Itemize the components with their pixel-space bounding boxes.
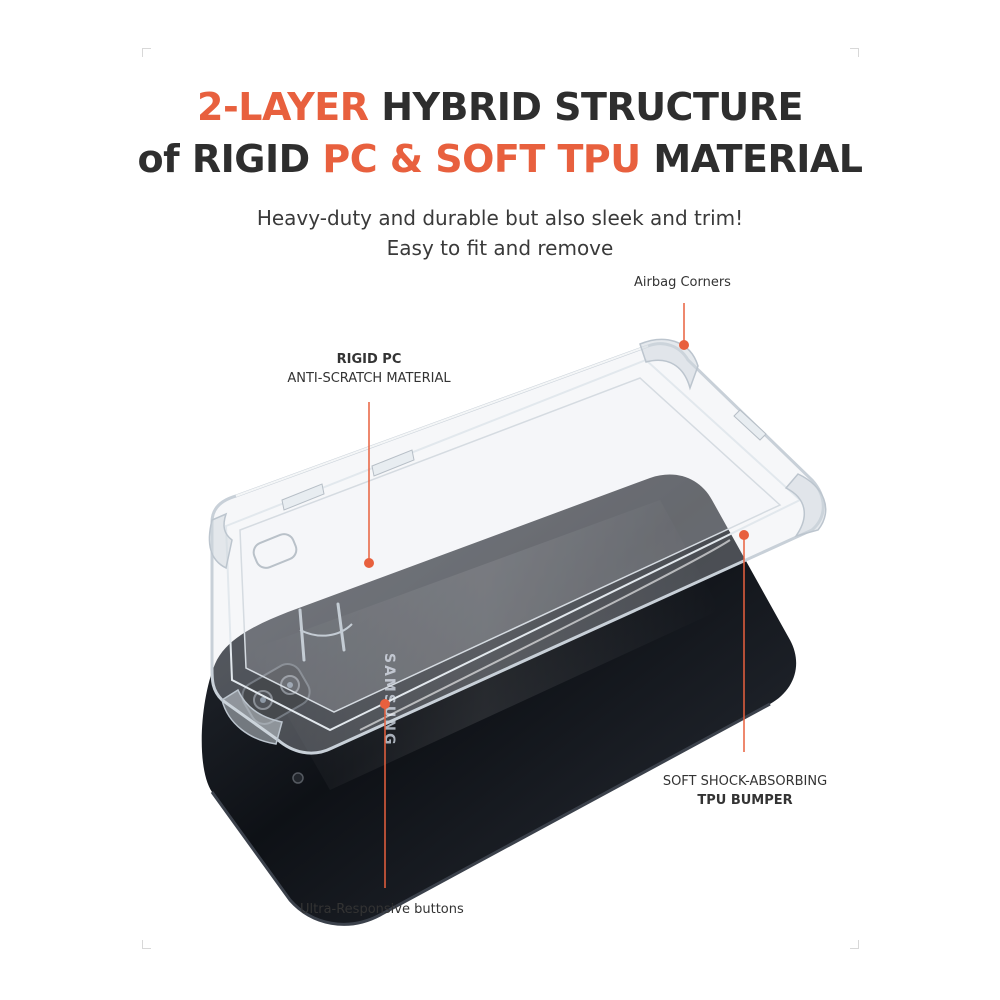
crop-mark-top-right: [850, 48, 859, 57]
headline-accent-layer: 2-LAYER: [197, 85, 369, 129]
callout-tpu-subtitle: SOFT SHOCK-ABSORBING: [662, 774, 828, 789]
callout-airbag-corners: Airbag Corners: [634, 275, 731, 290]
headline-of-rigid: of RIGID: [137, 137, 323, 181]
phone-body: [201, 474, 797, 926]
marker-rigid-pc: [364, 558, 374, 568]
callout-rigid-pc-subtitle: ANTI-SCRATCH MATERIAL: [287, 371, 451, 386]
marker-tpu-bumper: [739, 530, 749, 540]
crop-mark-top-left: [142, 48, 151, 57]
callout-ultra-responsive-buttons: Ultra-Responsive buttons: [300, 902, 464, 917]
marker-airbag: [679, 340, 689, 350]
leader-lines: [364, 303, 749, 888]
callout-tpu-bumper: SOFT SHOCK-ABSORBING TPU BUMPER: [632, 772, 858, 810]
callout-tpu-title: TPU BUMPER: [697, 793, 793, 808]
clear-case: [208, 338, 827, 755]
headline-material: MATERIAL: [640, 137, 863, 181]
headline-accent-materials: PC & SOFT TPU: [322, 137, 641, 181]
subheading-line-1: Heavy-duty and durable but also sleek an…: [256, 206, 744, 230]
headline-line-2: of RIGID PC & SOFT TPU MATERIAL: [0, 136, 1000, 182]
callout-rigid-pc: RIGID PC ANTI-SCRATCH MATERIAL: [269, 350, 469, 388]
headline-hybrid-structure: HYBRID STRUCTURE: [368, 85, 803, 129]
marker-buttons: [380, 699, 390, 709]
subheading-line-2: Easy to fit and remove: [386, 236, 614, 260]
camera-module: [241, 663, 311, 784]
callout-rigid-pc-title: RIGID PC: [336, 352, 402, 367]
crop-mark-bottom-left: [142, 940, 151, 949]
headline-line-1: 2-LAYER HYBRID STRUCTURE: [0, 84, 1000, 130]
crop-mark-bottom-right: [850, 940, 859, 949]
